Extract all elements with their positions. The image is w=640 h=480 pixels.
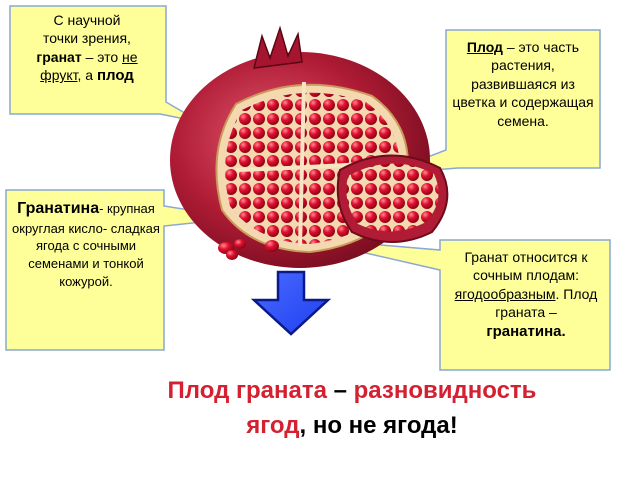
callout-mr-text2: . Плод граната –	[495, 285, 598, 321]
conclusion-dash: –	[326, 377, 354, 404]
callout-tl-fruit: фрукт	[40, 67, 78, 84]
callout-mr-term: гранатина.	[486, 322, 566, 340]
conclusion-part4: , но не ягода!	[299, 411, 458, 439]
pomegranate-icon	[170, 25, 449, 268]
callout-top-right: Плод – это часть растения, развившаяся и…	[450, 38, 596, 130]
callout-tl-line1: С научной	[53, 12, 121, 28]
conclusion-part3: ягод	[246, 411, 300, 439]
down-arrow-icon	[250, 270, 332, 336]
callout-tl-dash: – это	[81, 48, 123, 65]
conclusion: Плод граната – разновидность ягод, но не…	[92, 374, 612, 444]
callout-ml-text: - крупная округлая кисло- сладкая ягода …	[12, 201, 160, 289]
callout-tl-term: гранат	[36, 48, 82, 65]
callout-tl-line3: гранат – это не	[14, 48, 160, 66]
callout-mid-right: Гранат относится к сочным плодам: ягодоо…	[446, 248, 606, 342]
callout-tl-line4: фрукт, а плод	[14, 66, 160, 86]
conclusion-part1: Плод граната	[167, 377, 327, 404]
callout-tl-ne: не	[122, 48, 138, 65]
callout-mid-right-shape	[299, 237, 611, 371]
callout-tl-line2: точки зрения,	[43, 30, 131, 47]
callout-mid-left: Гранатина- крупная округлая кисло- сладк…	[12, 198, 160, 290]
conclusion-part2: разновидность	[353, 377, 537, 404]
callout-tl-comma-a: , а	[77, 67, 97, 84]
callout-tr-term: Плод	[466, 39, 503, 55]
callout-tr-text: – это часть растения, развившаяся из цве…	[452, 39, 594, 129]
callout-mr-text1: Гранат относится к сочным плодам:	[464, 249, 588, 284]
callout-top-left: С научной точки зрения, гранат – это не …	[14, 11, 160, 86]
callout-top-right-shape	[383, 29, 601, 175]
callout-mr-berrylike: ягодообразным	[454, 285, 556, 302]
callout-tl-plod: плод	[96, 67, 134, 85]
callout-ml-term: Гранатина	[17, 200, 100, 217]
